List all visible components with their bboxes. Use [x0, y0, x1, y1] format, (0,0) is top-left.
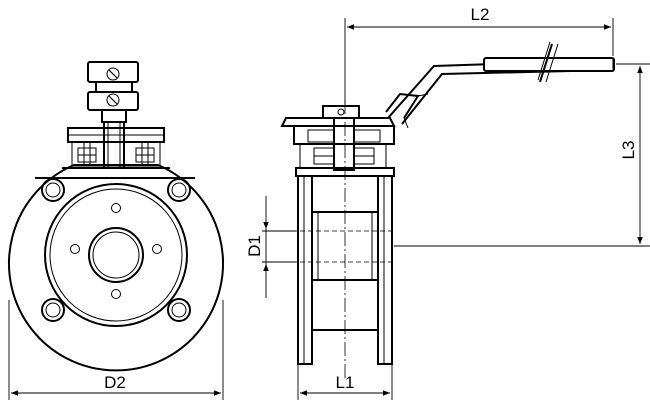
d2-label: D2 [104, 373, 126, 392]
side-view: D1 L1 L2 L3 [245, 5, 650, 400]
d2-dimension: D2 [8, 300, 224, 400]
front-view: D2 [8, 61, 224, 400]
flange-face [44, 183, 188, 327]
mounting-plate-front [67, 121, 165, 169]
l1-dimension: L1 [297, 364, 393, 400]
l1-label: L1 [336, 373, 355, 392]
l3-dimension: L3 [394, 63, 650, 247]
body-bolt-holes [41, 178, 191, 322]
d1-label: D1 [245, 235, 264, 257]
lever-handle [385, 41, 615, 129]
d1-dimension: D1 [245, 196, 296, 298]
top-plate-side [280, 105, 396, 171]
body-outline-front [8, 164, 224, 372]
bore-front [88, 227, 144, 283]
actuator-head-front [87, 61, 139, 123]
l2-dimension: L2 [344, 5, 614, 104]
l3-label: L3 [619, 141, 638, 160]
l2-label: L2 [471, 5, 490, 24]
